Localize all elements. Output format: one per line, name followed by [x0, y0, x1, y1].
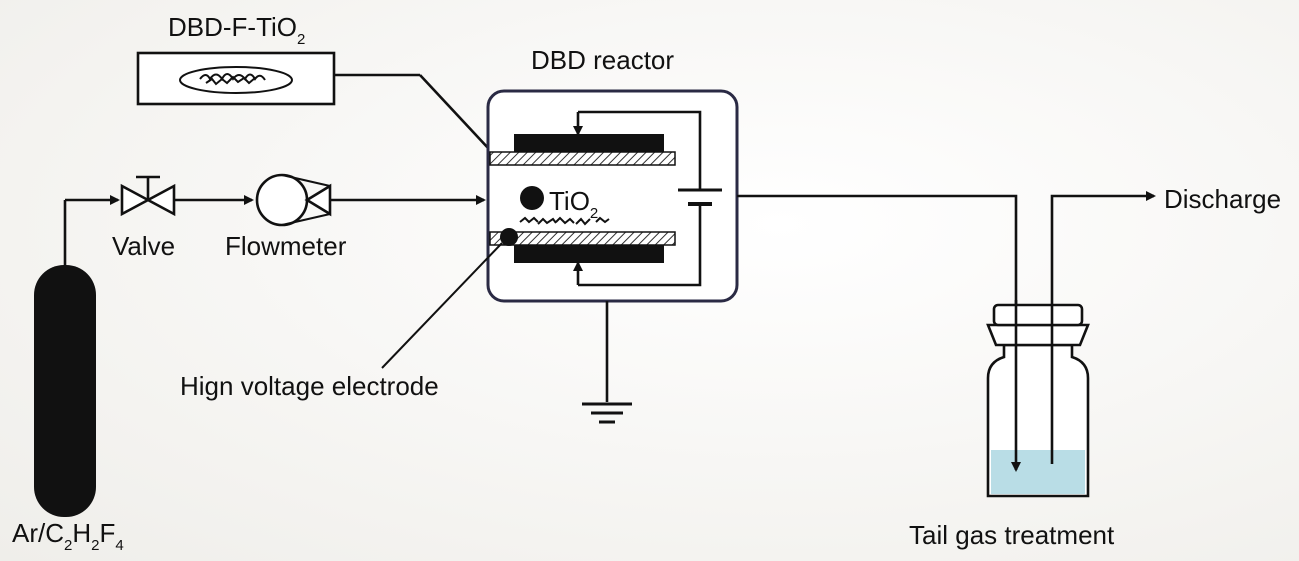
product-box [136, 51, 531, 194]
discharge-label: Discharge [1164, 184, 1281, 214]
gas-label: Ar/C2H2F4 [12, 518, 124, 554]
pipe-to-tail-gas [737, 194, 1021, 472]
tail-gas-label: Tail gas treatment [909, 520, 1115, 550]
flowmeter-icon [255, 173, 332, 227]
hv-electrode-label: Hign voltage electrode [180, 371, 439, 401]
hv-leader-line [381, 242, 503, 369]
ground-icon [582, 301, 632, 424]
tail-gas-bottle [986, 300, 1090, 498]
product-label: DBD-F-TiO2 [168, 12, 305, 48]
reactor-label: DBD reactor [531, 45, 674, 75]
tio2-dot [520, 186, 544, 210]
gas-cylinder [34, 195, 120, 517]
valve-label: Valve [112, 231, 175, 261]
tio2-label: TiO2 [549, 186, 598, 222]
dbd-reactor [486, 89, 739, 303]
valve-icon [120, 175, 176, 217]
electrode-dot [500, 228, 518, 246]
flowmeter-label: Flowmeter [225, 231, 347, 261]
pipe-discharge [1050, 191, 1156, 464]
